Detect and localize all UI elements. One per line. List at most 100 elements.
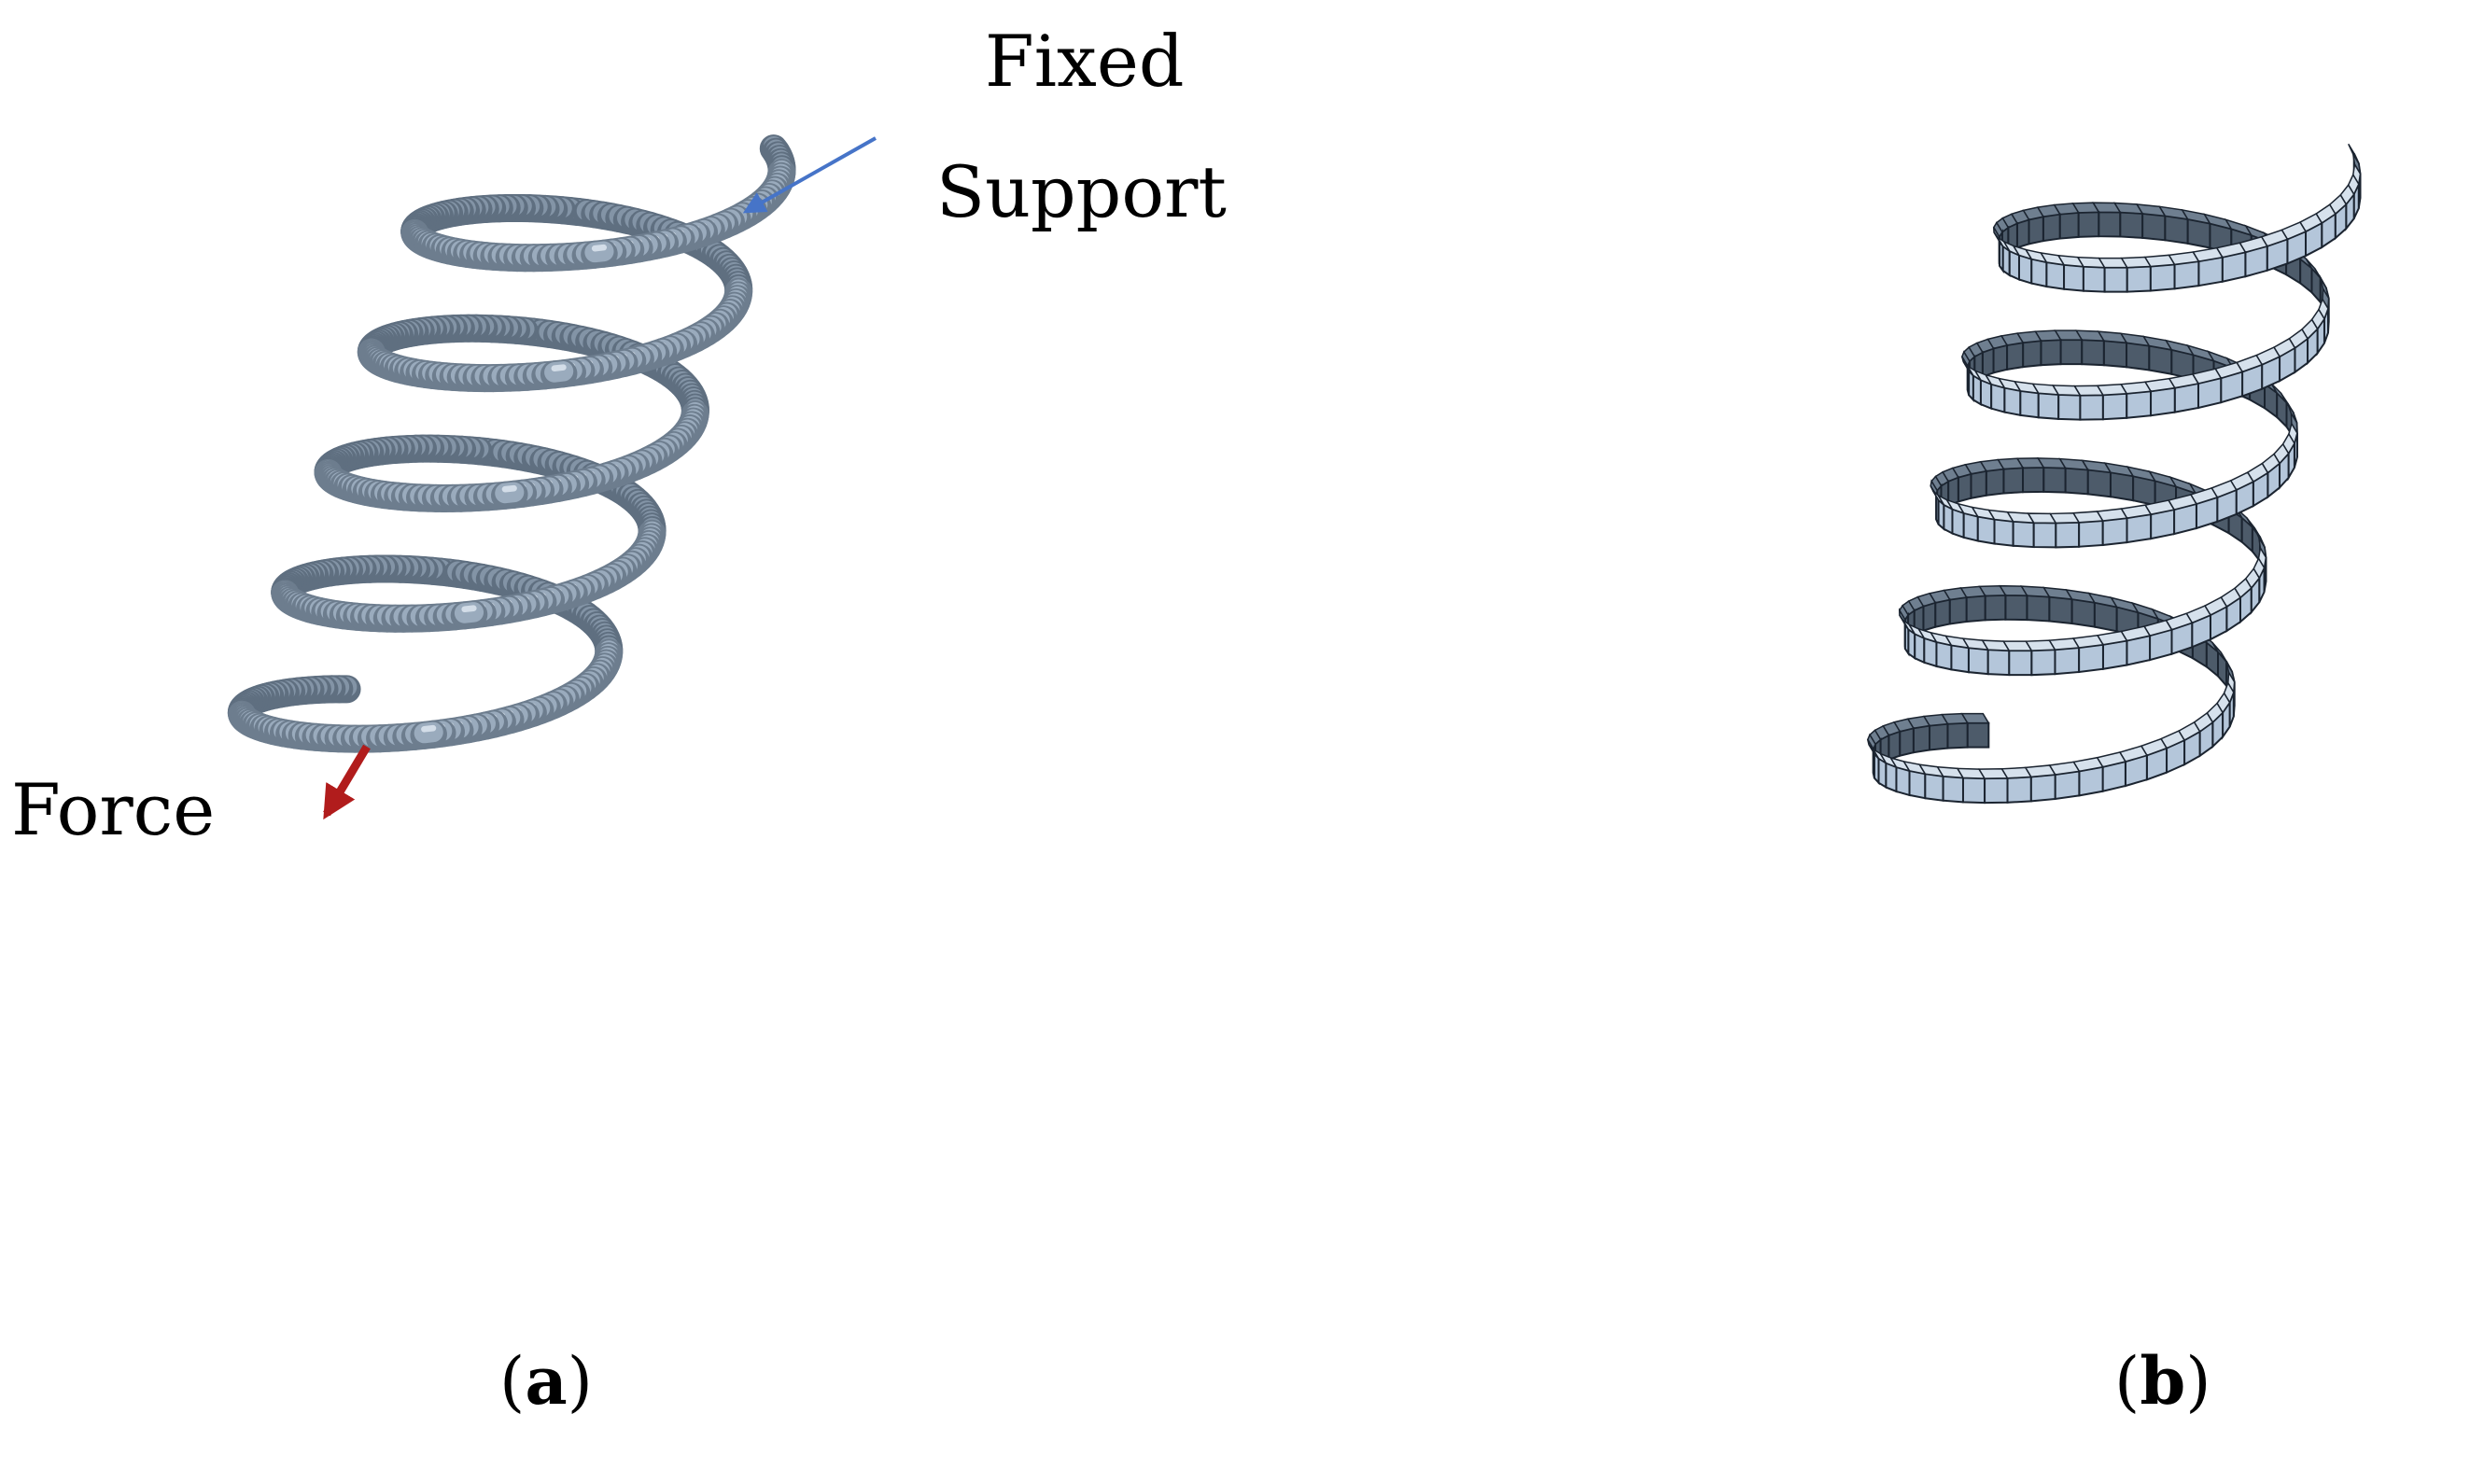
mesh-element (1962, 511, 1979, 542)
mesh-element (2126, 390, 2153, 419)
mesh-element (1948, 595, 1968, 625)
mesh-element (1961, 777, 1986, 805)
mesh-element (2022, 466, 2045, 494)
mesh-element (2017, 254, 2033, 285)
mesh-element (1923, 637, 1938, 668)
mesh-element (2057, 393, 2082, 421)
mesh-element (1888, 730, 1902, 762)
mesh-element (2081, 339, 2105, 367)
mesh-element (1895, 765, 1911, 797)
mesh-element (2042, 213, 2061, 243)
mesh-element (2126, 265, 2152, 293)
mesh-element (1986, 649, 2011, 677)
mesh-element (1929, 722, 1949, 751)
mesh-element (2006, 776, 2032, 804)
mesh-element (2150, 386, 2176, 417)
mesh-element (1985, 468, 2005, 497)
mesh-element (2003, 386, 2022, 417)
mesh-element (2019, 389, 2040, 419)
mesh-element (1924, 773, 1944, 802)
mesh-element-top (2071, 634, 2105, 649)
mesh-element (2149, 263, 2176, 292)
mesh-element (2006, 341, 2025, 371)
mesh-element (2103, 266, 2128, 293)
mesh-element (2040, 339, 2062, 367)
mesh-element (2054, 770, 2081, 801)
mesh-element (2148, 344, 2173, 375)
mesh-element (1899, 726, 1915, 757)
mesh-element (2101, 639, 2128, 670)
mesh-element (1912, 724, 1931, 754)
coil-segment-highlight (501, 484, 517, 493)
mesh-element (2015, 218, 2030, 249)
mesh-element-top (2120, 381, 2153, 395)
mesh-element (2077, 211, 2100, 238)
mesh-element (2055, 521, 2081, 549)
mesh-element (2008, 650, 2033, 677)
spring-solid-model (227, 134, 796, 753)
mesh-element (1992, 343, 2009, 374)
mesh-element-top (2168, 251, 2200, 266)
caption-a: (a) (499, 1342, 593, 1420)
mesh-element (2078, 643, 2104, 674)
mesh-element (2070, 597, 2096, 628)
mesh-element (1950, 644, 1970, 674)
support-label: Support (936, 150, 1227, 233)
mesh-element (2119, 211, 2144, 239)
mesh-element (2063, 263, 2084, 292)
coil-segment-body (544, 361, 574, 383)
mesh-element-top (2096, 508, 2128, 522)
mesh-element (2079, 394, 2104, 421)
force-label: Force (11, 768, 216, 851)
mesh-element (2028, 215, 2044, 245)
fixed-label: Fixed (985, 20, 1185, 103)
mesh-element (2064, 467, 2089, 496)
coil-segment-body (454, 602, 484, 623)
mesh-element (2029, 773, 2056, 803)
mesh-element (2164, 215, 2189, 245)
mesh-element (1984, 594, 2007, 622)
mesh-element (2126, 342, 2151, 371)
mesh-element (1976, 515, 1996, 545)
mesh-element (1922, 601, 1937, 632)
mesh-element (2141, 212, 2167, 242)
mesh-element (2197, 256, 2224, 287)
mesh-element (2042, 466, 2067, 494)
mesh-element (1951, 508, 1965, 539)
mesh-element (2173, 259, 2200, 290)
mesh-element (1984, 777, 2009, 805)
mesh-element (1993, 518, 2014, 547)
mesh-element (2101, 392, 2128, 421)
mesh-element (2054, 646, 2081, 676)
spring-mesh-model (1866, 143, 2362, 805)
mesh-element (1981, 346, 1995, 378)
coil-segment-body (414, 721, 443, 744)
mesh-element (2082, 265, 2106, 293)
mesh-element (2030, 258, 2048, 288)
mesh-element (1965, 595, 1986, 623)
support-arrow-icon (742, 136, 877, 214)
mesh-element (1942, 775, 1964, 804)
mesh-element (2098, 211, 2122, 238)
mesh-element (1908, 769, 1927, 800)
coil-segment-body (584, 241, 614, 263)
coil-segment-body (495, 482, 525, 504)
mesh-element (1990, 383, 2006, 413)
caption-b: (b) (2114, 1342, 2211, 1420)
mesh-element (2078, 519, 2104, 548)
mesh-element (2086, 469, 2112, 498)
mesh-element (2012, 520, 2035, 549)
mesh-element (2045, 260, 2066, 290)
mesh-element (1934, 598, 1951, 628)
mesh-element (1966, 721, 1990, 749)
mesh-element (2126, 512, 2153, 544)
mesh-element (2101, 516, 2128, 547)
mesh-element (2037, 392, 2060, 420)
mesh-element-top (2024, 764, 2056, 778)
mesh-element (1946, 721, 1969, 749)
mesh-element (2059, 339, 2084, 366)
coil-segment-highlight (551, 364, 567, 371)
mesh-element (2102, 340, 2128, 369)
force-arrow-icon (323, 744, 371, 820)
